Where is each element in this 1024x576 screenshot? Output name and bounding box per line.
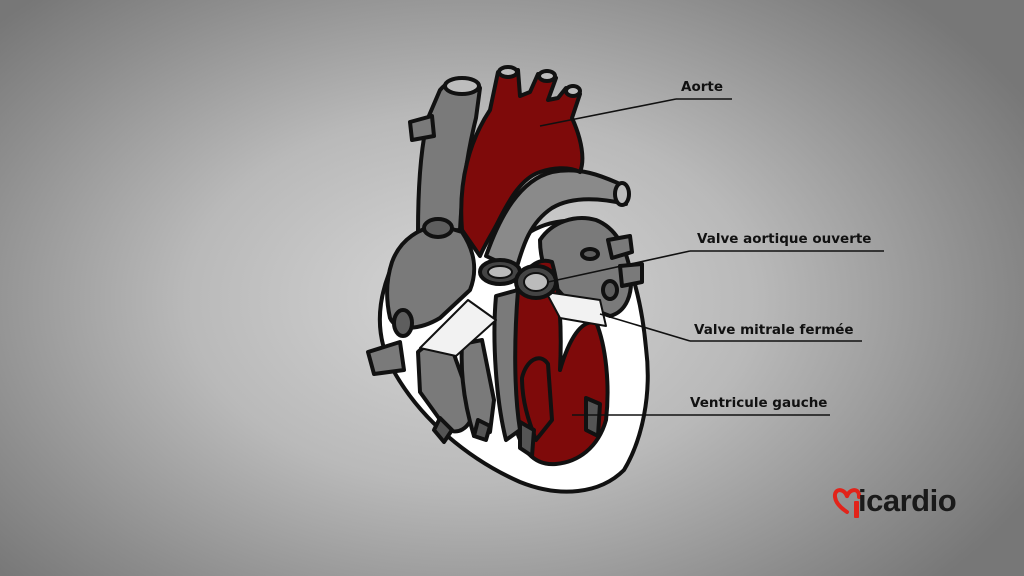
chordae-left <box>545 291 607 327</box>
label-aortic-valve: Valve aortique ouverte <box>697 231 872 247</box>
inferior-vena-cava <box>366 340 406 376</box>
pulmonary-vein-upper <box>606 234 634 260</box>
aortic-valve <box>514 264 558 300</box>
aorta-vessel <box>459 68 585 258</box>
leader-lines <box>539 98 884 416</box>
pulmonary-vein-lower <box>618 262 644 288</box>
heart-logo-icon <box>832 488 862 518</box>
right-ventricle-muscle-2 <box>459 338 496 438</box>
right-atrium <box>385 224 477 330</box>
chordae-right <box>419 299 497 357</box>
aortic-valve-leader <box>547 250 691 283</box>
label-mitral-valve: Valve mitrale fermée <box>694 322 854 338</box>
interventricular-septum <box>492 288 522 442</box>
icardio-logo: icardio <box>832 482 972 526</box>
papillary-muscle-left <box>520 356 554 442</box>
label-left-ventricle: Ventricule gauche <box>690 395 828 411</box>
aorta-leader <box>539 98 677 127</box>
logo-wordmark: icardio <box>858 483 957 518</box>
label-aorta: Aorte <box>681 79 723 95</box>
vena-branch <box>408 114 436 142</box>
mitral-valve-leader <box>599 313 691 342</box>
pulmonary-valve <box>478 258 522 286</box>
